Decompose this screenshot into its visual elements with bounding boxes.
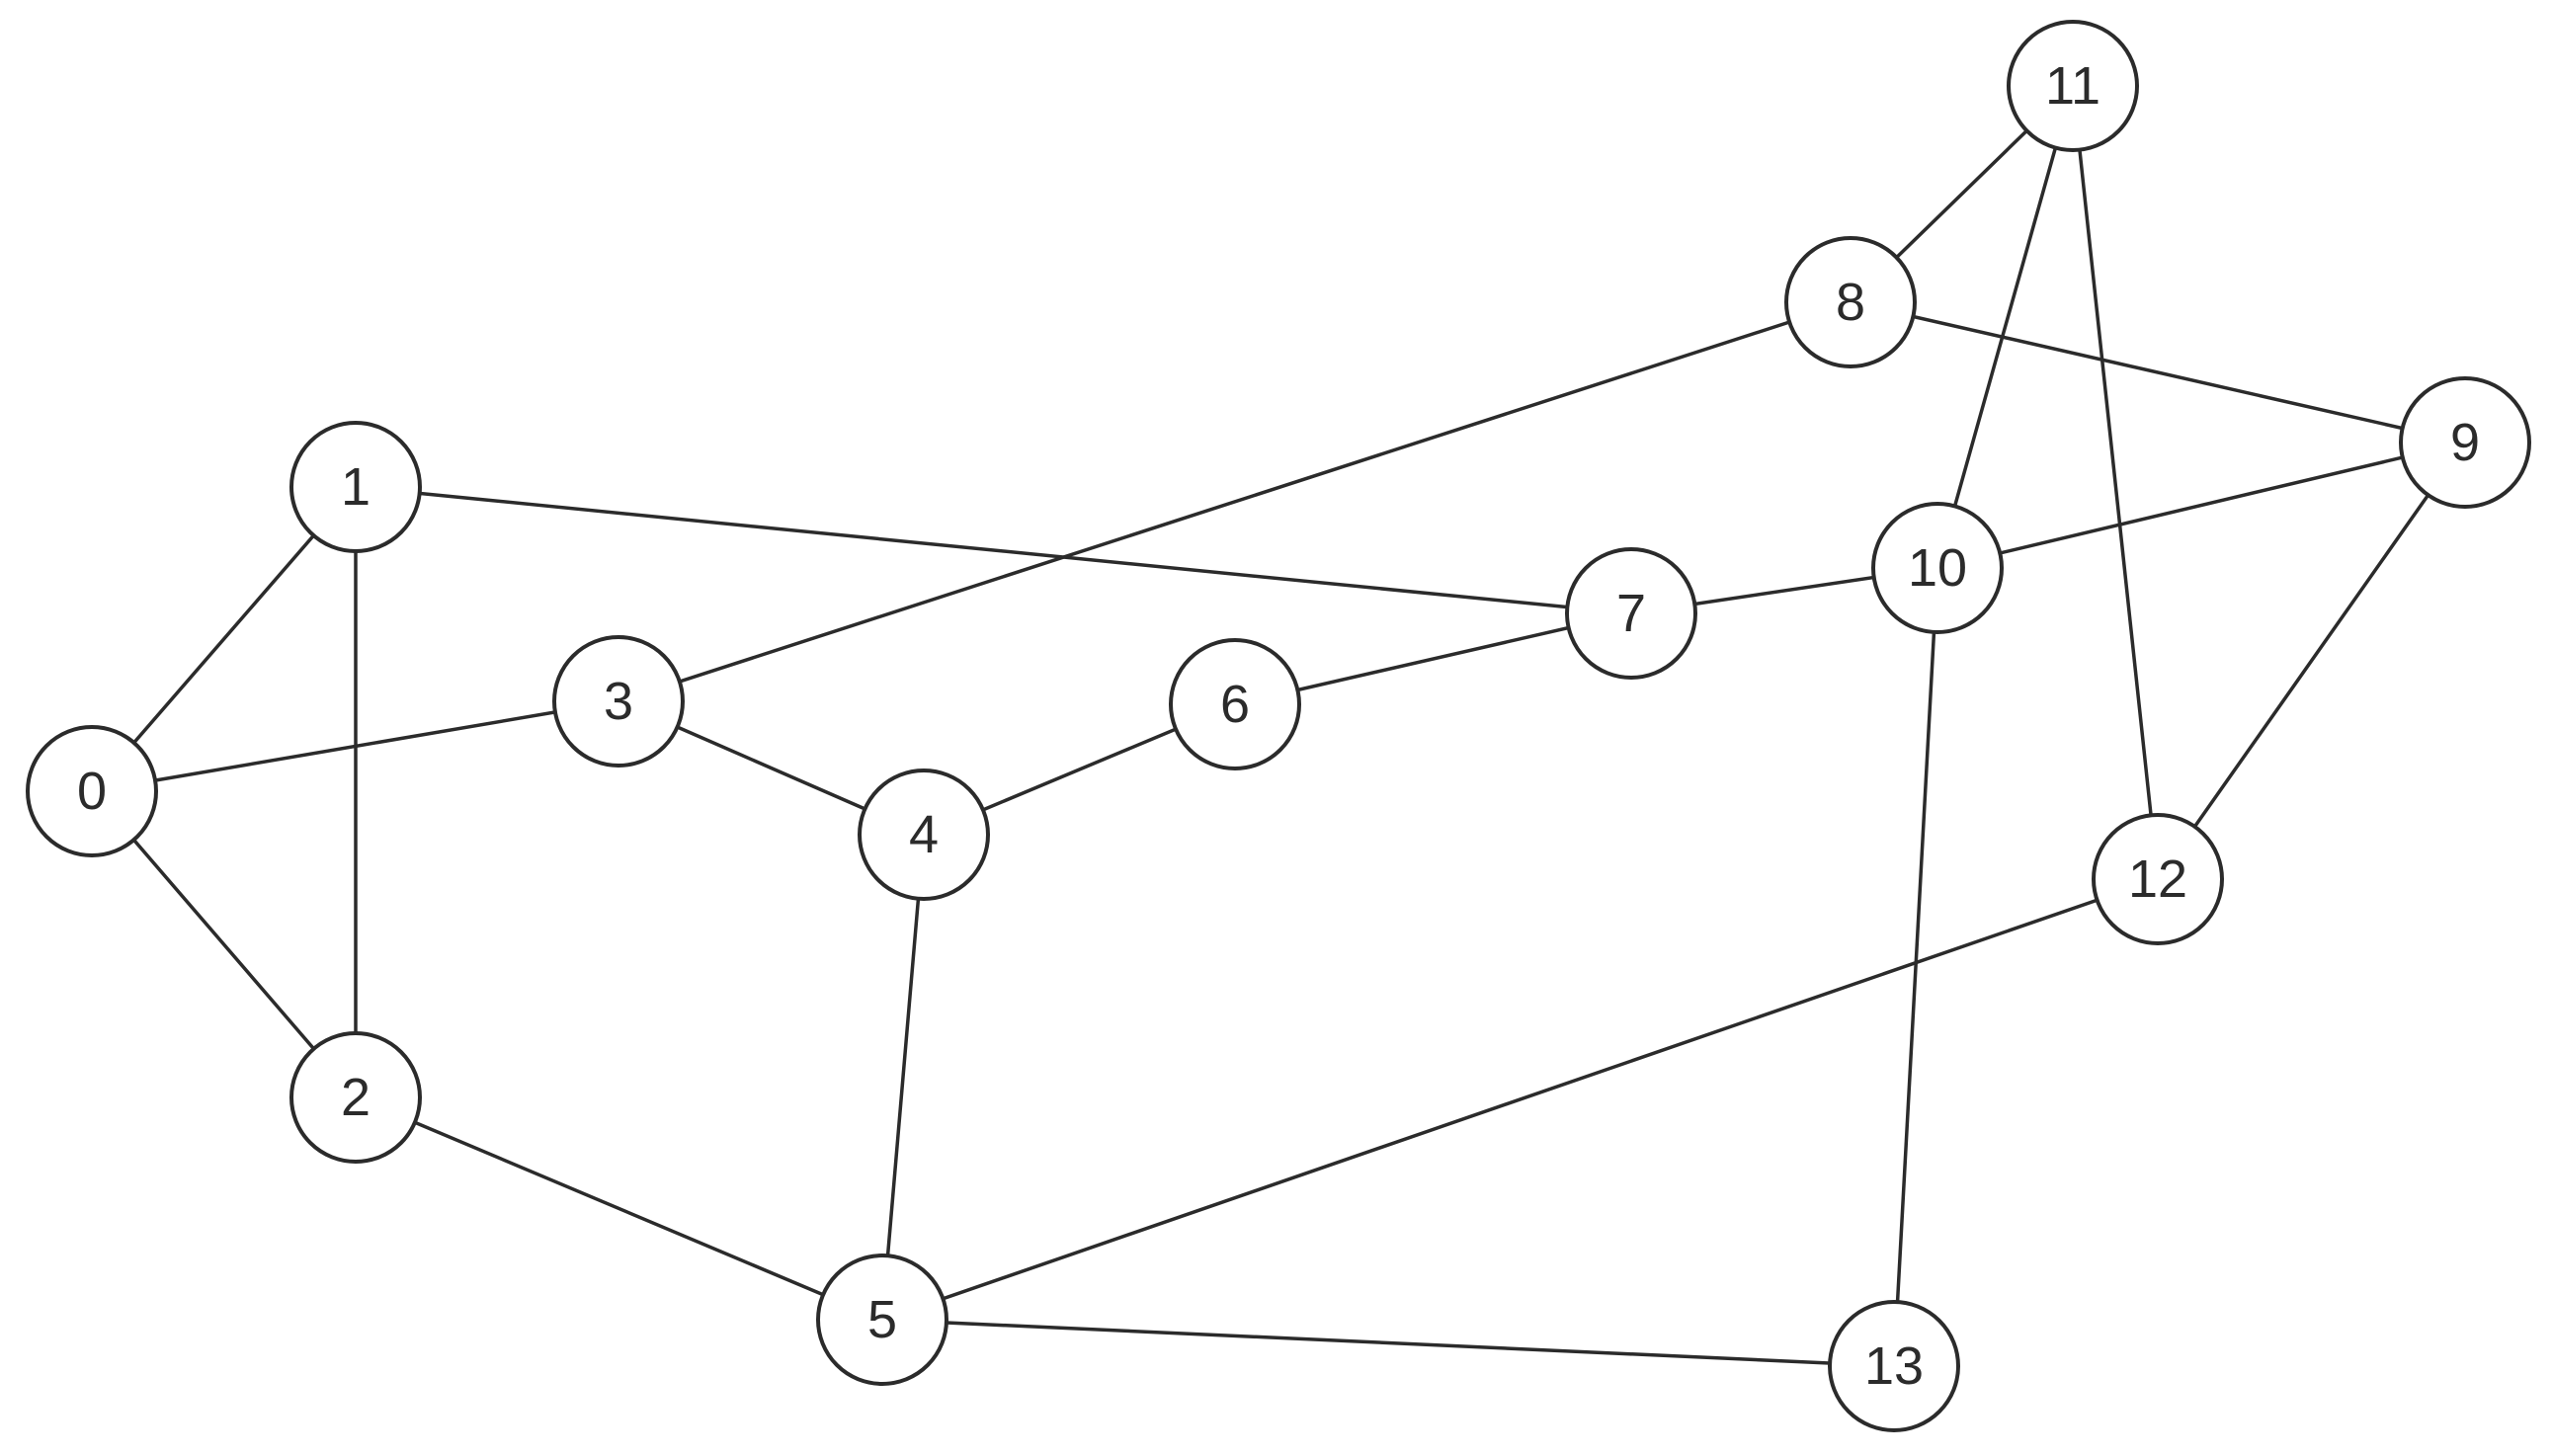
node-circle [816,1254,948,1386]
node-12: 12 [2092,813,2224,945]
node-1: 1 [289,421,422,553]
node-6: 6 [1169,638,1301,770]
node-label: 7 [1616,584,1646,643]
edge-10-11 [1935,84,2075,570]
node-circle [289,1031,422,1164]
node-11: 11 [2007,20,2139,152]
edge-10-13 [1892,566,1939,1368]
node-label: 11 [2045,56,2100,116]
edge-2-5 [354,1095,884,1322]
node-circle [1871,502,2004,634]
edge-5-12 [880,877,2160,1322]
node-label: 13 [1864,1336,1924,1396]
node-3: 3 [552,635,685,768]
node-circle [2007,20,2139,152]
node-circle [289,421,422,553]
node-label: 12 [2128,849,2187,909]
edge-11-12 [2071,84,2160,881]
node-10: 10 [1871,502,2004,634]
edge-9-10 [1935,441,2467,570]
node-circle [552,635,685,768]
node-9: 9 [2399,376,2531,509]
node-circle [2092,813,2224,945]
edge-8-9 [1849,300,2467,445]
node-label: 2 [341,1068,370,1127]
edge-9-12 [2156,441,2467,881]
node-label: 9 [2450,413,2480,472]
node-0: 0 [26,725,158,857]
node-8: 8 [1784,236,1917,368]
edge-6-7 [1233,611,1633,706]
node-2: 2 [289,1031,422,1164]
node-circle [1784,236,1917,368]
node-label: 6 [1220,675,1250,734]
edge-4-5 [880,833,926,1322]
node-7: 7 [1565,547,1697,680]
node-circle [1828,1300,1960,1432]
node-label: 10 [1908,538,1967,598]
edge-0-2 [90,789,358,1099]
node-label: 8 [1836,273,1865,332]
node-4: 4 [858,768,990,901]
node-label: 0 [77,762,107,821]
node-13: 13 [1828,1300,1960,1432]
edge-5-13 [880,1318,1896,1368]
node-label: 1 [341,457,370,517]
edge-0-1 [90,485,358,793]
node-label: 5 [867,1290,897,1349]
node-label: 3 [604,672,633,731]
node-label: 4 [909,805,939,864]
edge-1-7 [354,485,1633,615]
edge-3-8 [617,300,1852,703]
node-circle [2399,376,2531,509]
node-circle [26,725,158,857]
node-circle [1169,638,1301,770]
node-circle [858,768,990,901]
node-5: 5 [816,1254,948,1386]
node-circle [1565,547,1697,680]
